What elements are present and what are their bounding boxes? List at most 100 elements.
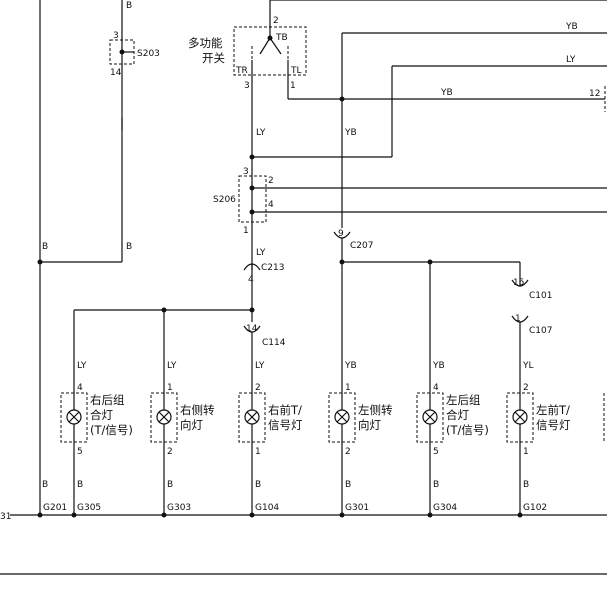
connector-c213 (243, 263, 261, 322)
pin-s203-bottom: 14 (110, 68, 122, 78)
splice-s206 (238, 175, 607, 270)
wire-color-b-g305: B (77, 480, 83, 490)
ground-g301: G301 (345, 503, 369, 513)
wire-color-b-g303: B (167, 480, 173, 490)
wire-color-lamp-6: YL (522, 361, 534, 371)
connector-c207 (333, 231, 351, 515)
left-wires (37, 0, 123, 515)
lamp-1-label-3: (T/信号) (90, 423, 133, 437)
splice-s206-label: S206 (213, 195, 236, 205)
lamp-5-label-2: 合灯 (446, 408, 469, 422)
lamp-5-label-3: (T/信号) (446, 423, 489, 437)
lamp-left-rear-combo (416, 392, 444, 443)
pin-c213: 4 (248, 275, 254, 285)
switch-pin-tl: TL (290, 66, 302, 76)
connector-c101 (511, 262, 529, 287)
pin-c114: 14 (246, 324, 258, 334)
lamp-5-top-pin: 4 (433, 383, 439, 393)
wire-color-b-top: B (126, 1, 132, 11)
pin-c107: 1 (515, 314, 521, 324)
lamp-3-top-pin: 2 (255, 383, 261, 393)
pin-right-12: 12 (589, 89, 600, 99)
lamp-1-label-1: 右后组 (90, 393, 125, 407)
wire-color-b-g102: B (523, 480, 529, 490)
switch-pin-2: 2 (273, 16, 279, 26)
pin-s206-2: 2 (268, 176, 274, 186)
connector-c213-label: C213 (261, 263, 284, 273)
lamp-5-label-1: 左后组 (446, 393, 481, 407)
switch-pin-tr: TR (235, 66, 248, 76)
lamp-2-label-1: 右侧转 (180, 403, 215, 417)
lamp-1-top-pin: 4 (77, 383, 83, 393)
wire-color-b-g201: B (42, 480, 48, 490)
wire-color-yb-top: YB (565, 22, 578, 32)
lamp-1-label-2: 合灯 (90, 408, 113, 422)
wire-color-b-mid: B (126, 242, 132, 252)
splice-s203-label: S203 (137, 49, 160, 59)
lamp-3-label-1: 右前T/ (268, 403, 302, 417)
lamp-2-label-2: 向灯 (180, 418, 203, 432)
lamp-right-side-turn (150, 392, 178, 443)
ground-g304: G304 (433, 503, 457, 513)
lamp-5-bottom-pin: 5 (433, 447, 439, 457)
lamp-left-side-turn (328, 392, 356, 443)
switch-pin-3: 3 (244, 81, 250, 91)
ground-g303: G303 (167, 503, 191, 513)
connector-c207-label: C207 (350, 241, 373, 251)
distribution-buses (73, 259, 520, 515)
pin-s203-top: 3 (113, 31, 119, 41)
splice-s203 (109, 39, 135, 65)
wire-color-yb-mid: YB (440, 88, 453, 98)
pin-s206-1: 1 (243, 226, 249, 236)
lamp-4-bottom-pin: 2 (345, 447, 351, 457)
wire-color-b-left: B (42, 242, 48, 252)
multifunction-switch (233, 0, 607, 76)
lamp-6-label-2: 信号灯 (536, 418, 571, 432)
switch-label-line2: 开关 (202, 51, 225, 65)
lamp-4-label-2: 向灯 (358, 418, 381, 432)
pin-c207: 9 (338, 229, 344, 239)
lamp-4-top-pin: 1 (345, 383, 351, 393)
lamp-right-front-signal (238, 392, 266, 443)
lamp-3-label-2: 信号灯 (268, 418, 303, 432)
connector-c114-label: C114 (262, 338, 286, 348)
lamp-left-front-signal (506, 392, 534, 443)
connector-c107-label: C107 (529, 326, 552, 336)
wire-color-ly-s206: LY (256, 248, 266, 258)
connector-c101-label: C101 (529, 291, 552, 301)
ground-g102: G102 (523, 503, 547, 513)
ground-g104: G104 (255, 503, 279, 513)
edge-label-31: 31 (0, 512, 11, 522)
pin-s206-3: 3 (243, 167, 249, 177)
pin-s206-4: 4 (268, 200, 274, 210)
wire-color-lamp-5: YB (432, 361, 445, 371)
lamp-2-bottom-pin: 2 (167, 447, 173, 457)
lamp-2-top-pin: 1 (167, 383, 173, 393)
ground-bus (10, 512, 607, 518)
lamp-6-label-1: 左前T/ (536, 403, 570, 417)
wire-color-b-g304: B (433, 480, 439, 490)
wire-color-ly-tr: LY (256, 128, 266, 138)
switch-pin-tb: TB (275, 33, 288, 43)
ground-g201: G201 (43, 503, 67, 513)
lamp-6-bottom-pin: 1 (523, 447, 529, 457)
wire-color-ly-top: LY (566, 55, 576, 65)
lamp-right-rear-combo (60, 392, 88, 443)
wire-color-b-g104: B (255, 480, 261, 490)
top-right-wires (249, 32, 607, 228)
lamp-1-bottom-pin: 5 (77, 447, 83, 457)
wire-color-lamp-1: LY (77, 361, 87, 371)
lamp-6-top-pin: 2 (523, 383, 529, 393)
wire-color-lamp-4: YB (344, 361, 357, 371)
switch-label-line1: 多功能 (188, 36, 223, 50)
wire-color-b-g301: B (345, 480, 351, 490)
wire-color-yb-c207: YB (344, 128, 357, 138)
pin-c101: 15 (513, 278, 524, 288)
switch-pin-1: 1 (290, 81, 296, 91)
lamp-3-bottom-pin: 1 (255, 447, 261, 457)
ground-g305: G305 (77, 503, 101, 513)
wire-color-lamp-3: LY (255, 361, 265, 371)
wire-color-lamp-2: LY (167, 361, 177, 371)
lamp-4-label-1: 左侧转 (358, 403, 393, 417)
